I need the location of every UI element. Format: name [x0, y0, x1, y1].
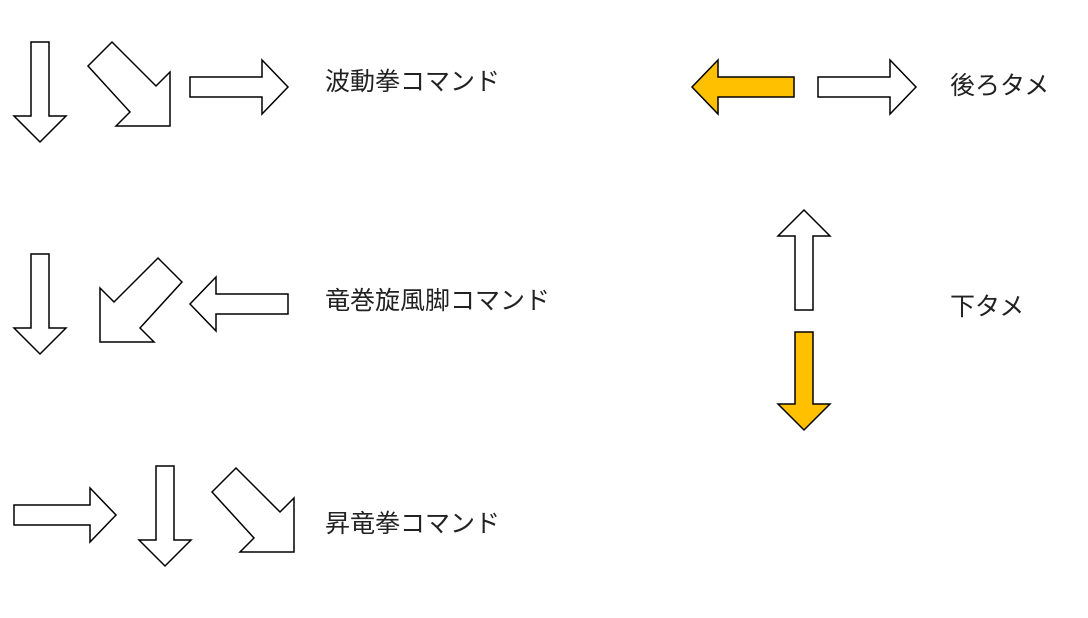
right-arrow-icon — [189, 58, 290, 116]
down-right-arrow-icon — [86, 40, 171, 127]
up-arrow-icon — [776, 208, 832, 311]
down-right-arrow-icon — [210, 466, 295, 553]
down-charge-label: 下タメ — [950, 292, 1025, 321]
right-arrow-icon — [817, 58, 918, 116]
down-arrow-icon — [12, 41, 68, 144]
back-charge-label: 後ろタメ — [950, 71, 1050, 100]
tatsumaki-command-label: 竜巻旋風脚コマンド — [325, 286, 551, 315]
shoryuken-command-label: 昇竜拳コマンド — [325, 509, 501, 538]
down-arrow-icon — [12, 253, 68, 356]
right-arrow-icon — [13, 486, 118, 544]
down-arrow-icon — [137, 465, 193, 568]
left-arrow-highlighted-icon — [690, 58, 795, 116]
left-arrow-icon — [188, 275, 289, 333]
down-left-arrow-icon — [99, 256, 184, 343]
down-arrow-highlighted-icon — [776, 331, 832, 432]
hadouken-command-label: 波動拳コマンド — [325, 67, 501, 96]
